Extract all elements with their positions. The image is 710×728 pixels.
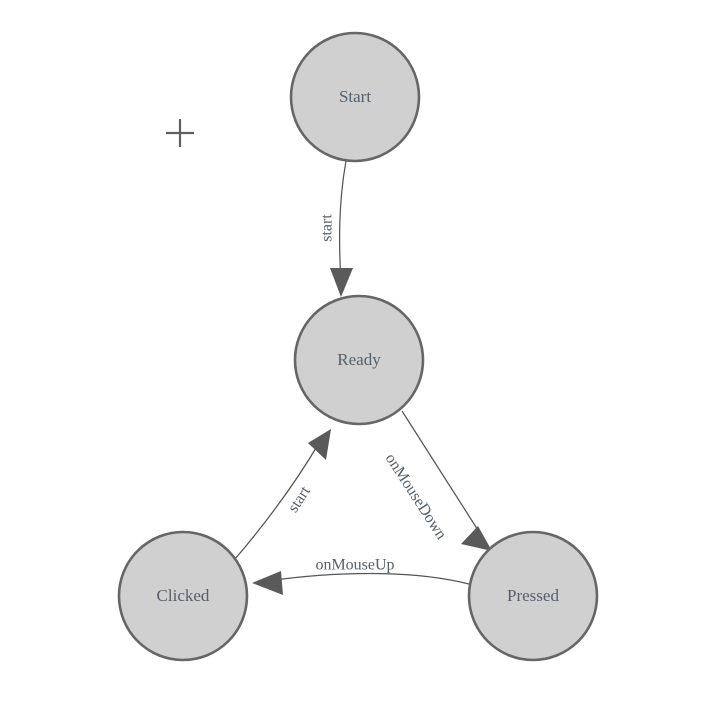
node-start-circle[interactable] bbox=[289, 31, 421, 163]
node-pressed-circle[interactable] bbox=[467, 530, 599, 662]
node-ready-circle[interactable] bbox=[293, 294, 425, 426]
edge-ready-to-pressed[interactable]: onMouseDown bbox=[382, 410, 492, 551]
edge-path-ready-to-pressed bbox=[401, 410, 484, 539]
edge-label-onmouseup: onMouseUp bbox=[315, 557, 394, 574]
edge-label-start-2: start bbox=[285, 483, 315, 516]
node-clicked-circle[interactable] bbox=[117, 530, 249, 662]
arrowhead-into-ready-bottom bbox=[308, 429, 331, 460]
node-start[interactable]: Start bbox=[289, 31, 421, 163]
edge-clicked-to-ready[interactable]: start bbox=[234, 429, 331, 560]
arrowhead-into-pressed bbox=[461, 526, 492, 551]
edge-label-start-1: start bbox=[319, 214, 336, 242]
node-ready-label: Ready bbox=[337, 350, 381, 369]
crosshair-icon bbox=[166, 119, 194, 147]
edge-path-clicked-to-ready bbox=[234, 442, 320, 560]
arrowhead-into-clicked bbox=[252, 571, 283, 595]
node-pressed[interactable]: Pressed bbox=[467, 530, 599, 662]
arrowhead-into-ready-top bbox=[330, 268, 353, 297]
node-start-label: Start bbox=[339, 87, 371, 106]
edge-start-to-ready[interactable]: start bbox=[319, 160, 353, 297]
node-clicked-label: Clicked bbox=[157, 586, 210, 605]
node-ready[interactable]: Ready bbox=[293, 294, 425, 426]
edge-path-start-to-ready bbox=[338, 160, 347, 283]
node-clicked[interactable]: Clicked bbox=[117, 530, 249, 662]
edge-label-onmousedown: onMouseDown bbox=[382, 451, 450, 543]
edge-pressed-to-clicked[interactable]: onMouseUp bbox=[252, 557, 470, 595]
node-pressed-label: Pressed bbox=[507, 586, 559, 605]
edge-path-pressed-to-clicked bbox=[267, 572, 470, 585]
